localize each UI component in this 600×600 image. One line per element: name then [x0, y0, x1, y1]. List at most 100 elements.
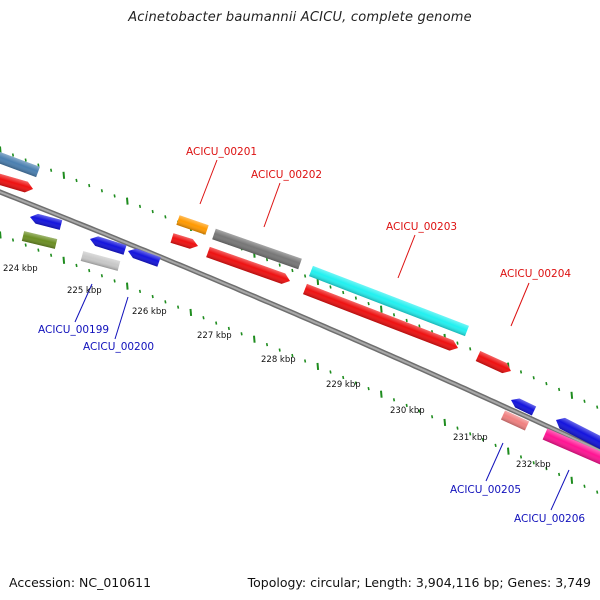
inner-tick: [304, 359, 307, 363]
inner-tick: [202, 316, 205, 320]
inner-tick: [11, 238, 15, 242]
gene-orange-shade: [176, 215, 209, 235]
label-leader-layer: [74, 159, 570, 511]
inner-tick: [189, 308, 193, 317]
gene-red-upper: [0, 172, 34, 193]
gene-steelblue-upper-shade: [0, 150, 40, 178]
outer-tick: [24, 158, 27, 162]
outer-tick: [392, 313, 396, 317]
gene-label: ACICU_00203: [386, 221, 457, 233]
outer-tick: [100, 189, 103, 193]
gene-label: ACICU_00204: [500, 268, 571, 280]
gene-red-a-shade: [170, 233, 198, 249]
inner-tick: [405, 403, 408, 408]
inner-tick: [380, 390, 383, 398]
inner-tick: [507, 447, 510, 455]
gene-label-leader: [510, 282, 530, 327]
gene-blue-b-shade: [90, 236, 127, 255]
inner-tick: [265, 342, 269, 347]
inner-tick: [469, 432, 472, 436]
outer-tick: [367, 301, 370, 306]
inner-tick: [519, 455, 523, 459]
scale-label: 226 kbp: [132, 307, 167, 317]
gene-red-c: [303, 283, 459, 351]
inner-tick: [113, 279, 116, 283]
inner-tick: [240, 332, 243, 336]
gene-pink-shade: [542, 428, 600, 466]
outer-tick: [265, 257, 269, 262]
gene-olive: [21, 231, 58, 249]
outer-tick: [37, 163, 40, 167]
outer-tick: [113, 194, 116, 198]
gene-olive-shade: [21, 231, 58, 249]
inner-tick: [392, 398, 396, 402]
gene-lightgrey: [80, 251, 121, 271]
inner-tick: [342, 375, 345, 380]
scale-label: 227 kbp: [197, 331, 232, 341]
inner-tick: [583, 484, 586, 488]
inner-tick: [596, 490, 599, 494]
gene-blue-d-shade: [511, 398, 537, 416]
gene-darkgrey: [212, 228, 302, 270]
inner-tick: [50, 253, 53, 257]
inner-tick: [570, 476, 574, 484]
inner-tick: [37, 248, 40, 252]
tick-mark-layer: [0, 146, 599, 494]
gene-blue-c-shade: [128, 248, 161, 267]
gene-blue-d: [511, 398, 537, 416]
scale-label: 224 kbp: [3, 264, 38, 274]
inner-tick: [354, 381, 357, 385]
inner-tick: [126, 282, 129, 290]
outer-tick: [380, 305, 383, 313]
scale-label: 228 kbp: [261, 355, 296, 365]
inner-tick: [75, 263, 78, 268]
gene-label: ACICU_00200: [83, 341, 154, 353]
outer-tick: [164, 215, 167, 219]
gene-label-leader: [114, 296, 129, 340]
gene-pink: [542, 428, 600, 466]
gene-orange: [176, 215, 209, 235]
gene-label-leader: [397, 234, 416, 279]
topology-summary: Topology: circular; Length: 3,904,116 bp…: [247, 575, 591, 590]
gene-red-d: [475, 350, 511, 374]
gene-blue-a: [30, 213, 63, 230]
outer-tick: [11, 153, 15, 157]
gene-label-leader: [550, 469, 570, 511]
inner-tick: [278, 348, 281, 352]
inner-tick: [151, 294, 154, 299]
gene-blue-b: [90, 236, 127, 255]
gene-label: ACICU_00199: [38, 324, 109, 336]
outer-tick: [62, 171, 66, 179]
gene-cyan: [309, 265, 469, 337]
inner-tick: [138, 289, 142, 294]
outer-tick: [418, 324, 421, 328]
gene-salmon: [500, 410, 530, 431]
gene-red-upper-shade: [0, 172, 34, 193]
outer-tick: [75, 178, 78, 183]
genome-backbone: [0, 189, 600, 454]
gene-label: ACICU_00202: [251, 169, 322, 181]
inner-tick: [100, 274, 103, 278]
inner-tick: [367, 386, 370, 391]
gene-red-b-shade: [206, 246, 291, 284]
inner-tick: [62, 256, 66, 264]
gene-blue-c: [128, 248, 161, 267]
gene-blue-a-shade: [30, 213, 63, 230]
inner-tick: [532, 461, 535, 465]
gene-blue-e-shade: [556, 417, 600, 451]
accession-label: Accession: NC_010611: [9, 575, 152, 590]
inner-tick: [227, 326, 230, 331]
gene-label: ACICU_00201: [186, 146, 257, 158]
inner-tick: [24, 243, 27, 247]
inner-tick: [494, 443, 497, 448]
inner-tick: [481, 437, 484, 442]
scale-label: 229 kbp: [326, 380, 361, 390]
outer-tick: [532, 376, 535, 380]
gene-label: ACICU_00205: [450, 484, 521, 496]
outer-tick: [405, 318, 408, 323]
inner-tick: [88, 268, 91, 273]
gene-label-leader: [263, 182, 281, 228]
